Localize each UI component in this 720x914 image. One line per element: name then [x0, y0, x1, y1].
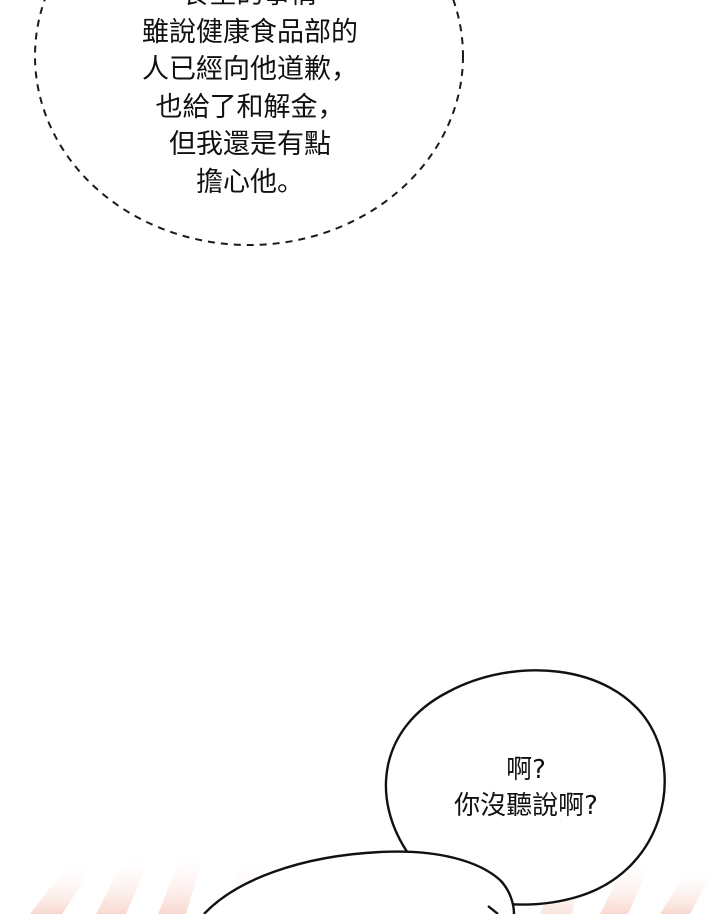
thought-line-2: 雖說健康食品部的	[142, 16, 358, 48]
speech-line-1: 啊?	[506, 755, 546, 785]
speech-line-2: 你沒聽說啊?	[454, 791, 598, 821]
speech-bubble-text: 啊? 你沒聽說啊?	[410, 752, 642, 824]
speech-bubble	[384, 669, 666, 906]
lower-bubble-tail	[487, 905, 499, 914]
lower-speech-bubble	[203, 850, 516, 914]
thought-line-5: 但我還是有點	[169, 129, 331, 160]
thought-line-3: 人已經向他道歉，	[142, 54, 358, 85]
thought-bubble	[34, 0, 464, 246]
thought-bubble-text: 食堂的事情 雖說健康食品部的 人已經向他道歉， 也給了和解金， 但我還是有點 擔…	[100, 0, 400, 201]
thought-line-6: 擔心他。	[196, 166, 304, 198]
thought-line-1: 食堂的事情	[100, 0, 400, 14]
thought-line-4: 也給了和解金，	[155, 91, 345, 123]
